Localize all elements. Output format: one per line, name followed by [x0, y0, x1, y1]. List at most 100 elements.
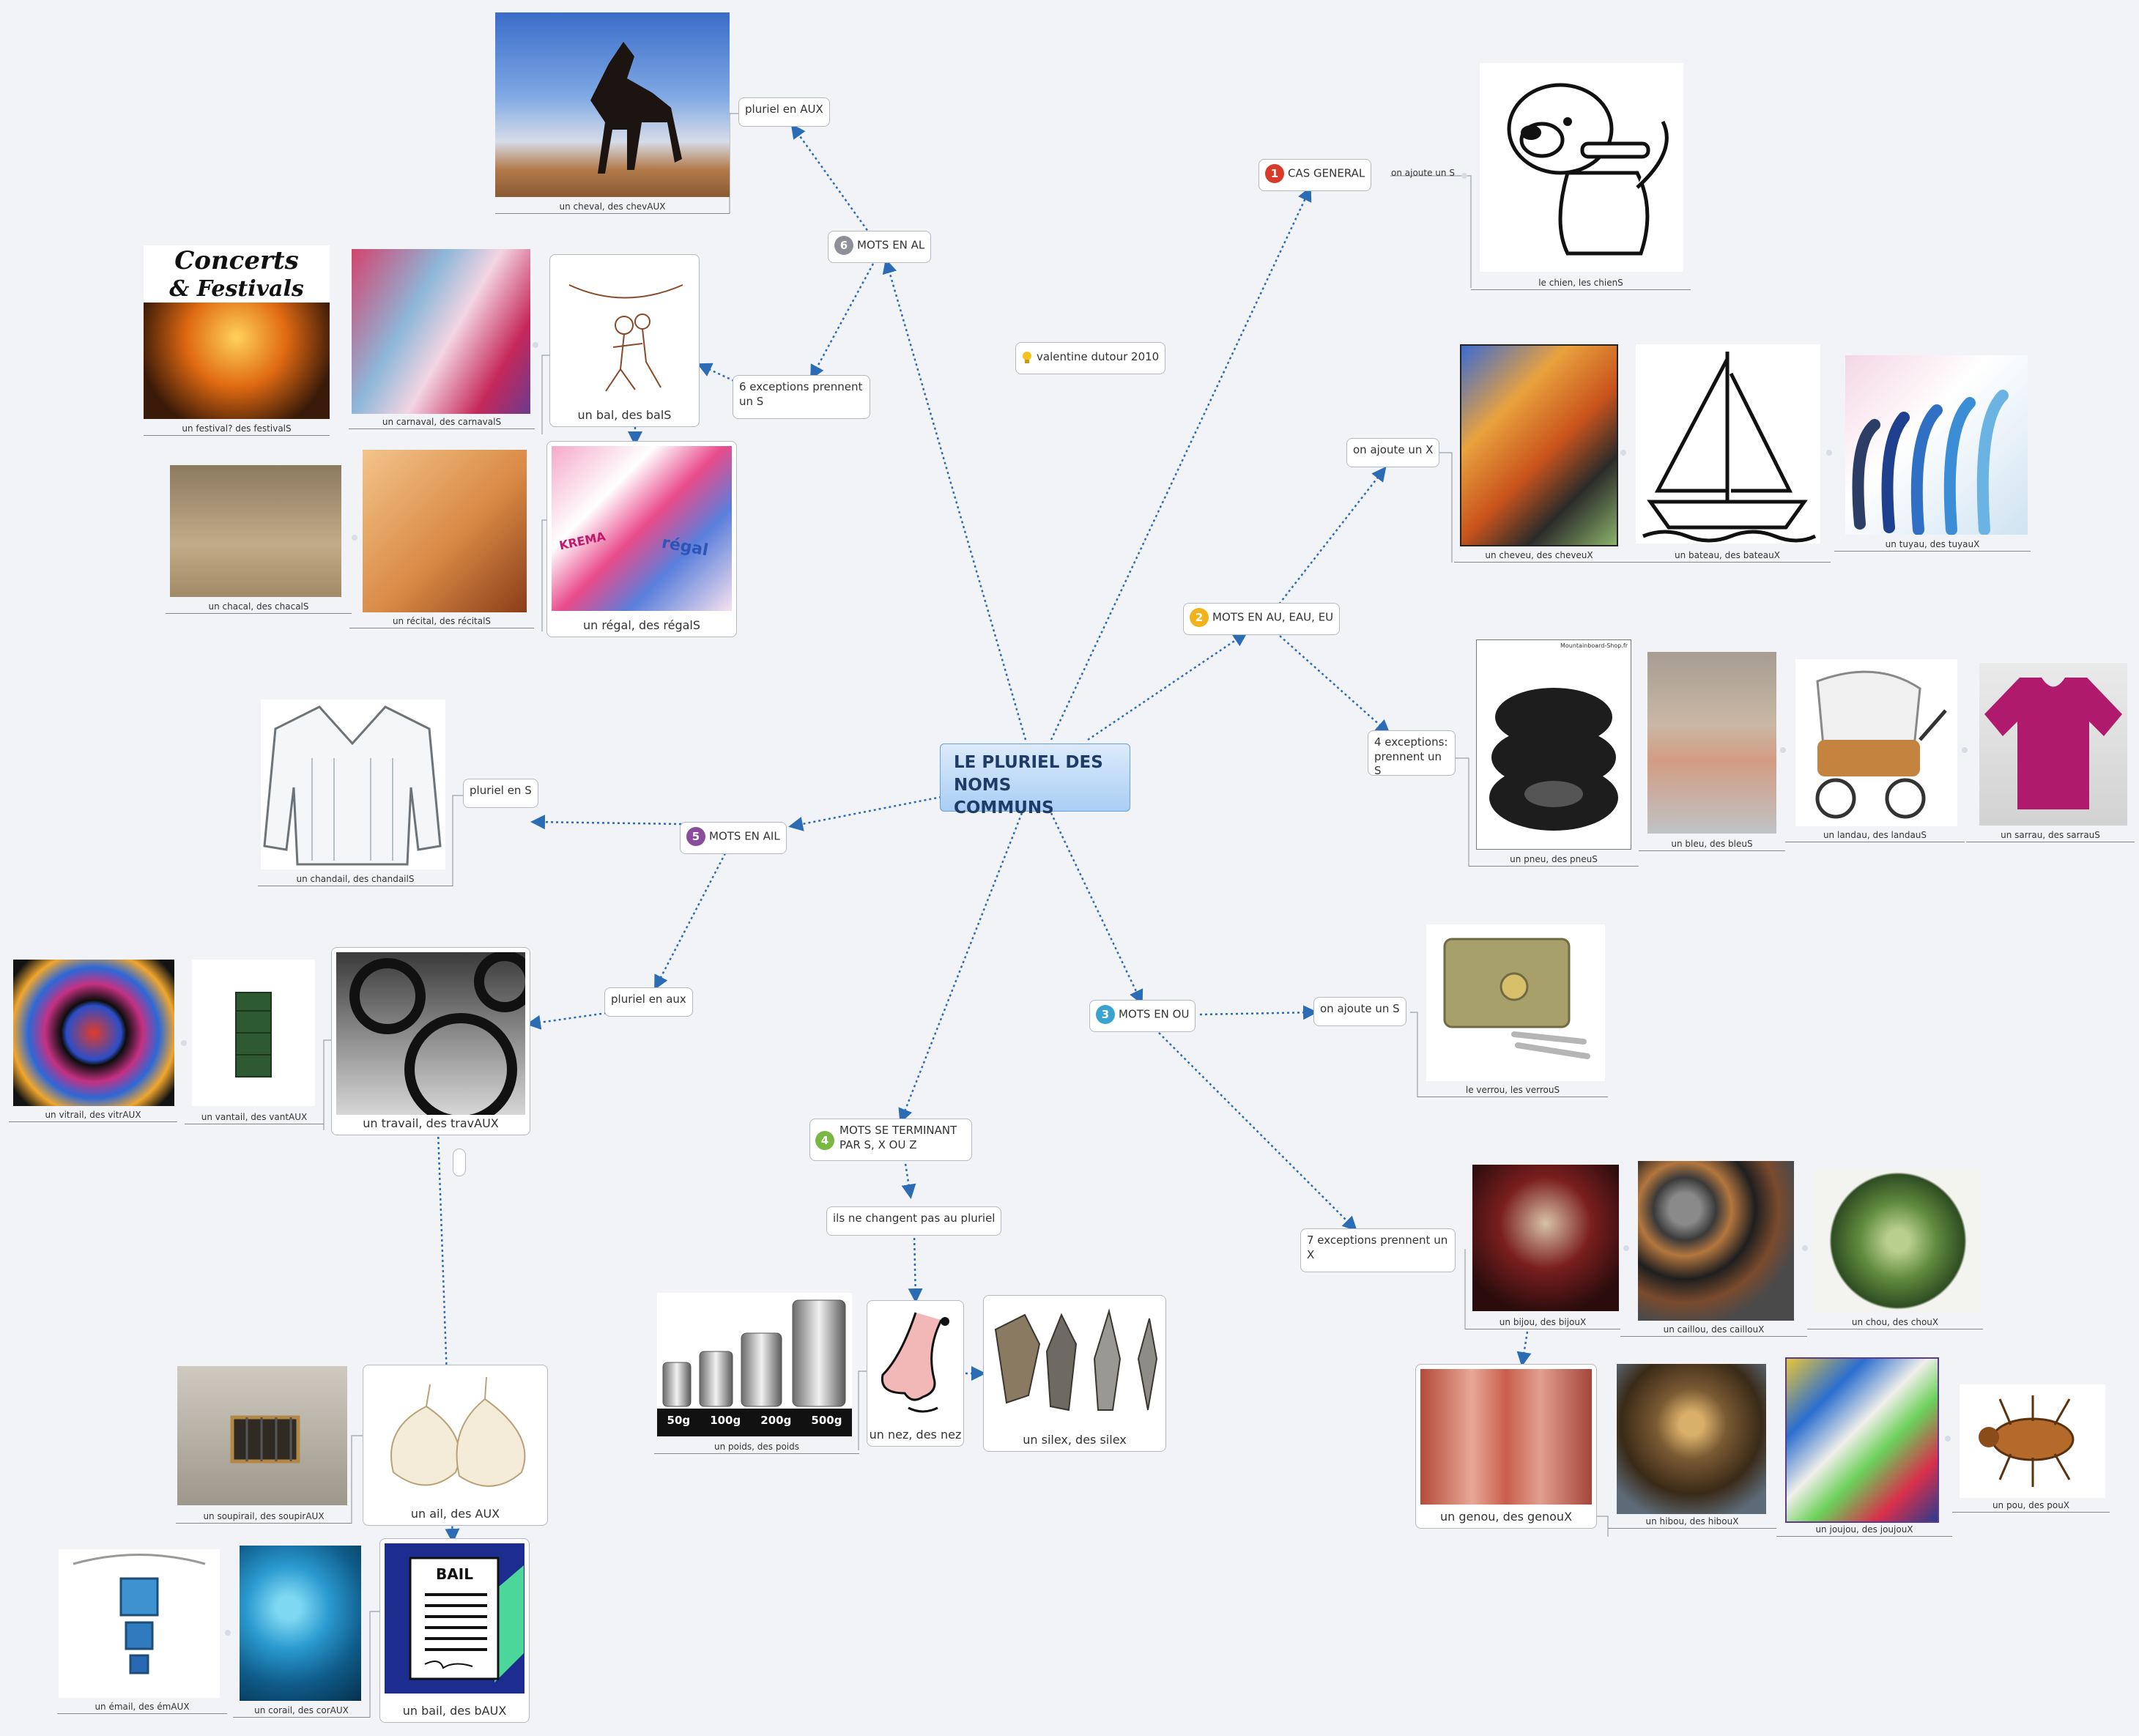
example-caption: un poids, des poids — [654, 1442, 859, 1454]
pram-image — [1795, 659, 1957, 826]
flint-tools-image — [988, 1300, 1161, 1425]
collapse-toggle[interactable] — [453, 1149, 466, 1176]
example-poids[interactable]: 50g 100g 200g 500g un poids, des poids — [654, 1293, 859, 1454]
connector — [908, 1232, 923, 1303]
example-caption: un carnaval, des carnavalS — [349, 417, 535, 429]
example-travail[interactable]: un travail, des travAUX — [331, 947, 530, 1135]
example-bateau[interactable]: un bateau, des bateauX — [1624, 344, 1831, 563]
smock-image — [1979, 663, 2127, 826]
example-corail[interactable]: un corail, des corAUX — [233, 1546, 370, 1718]
example-chandail[interactable]: un chandail, des chandailS — [258, 700, 453, 886]
example-joujou[interactable]: un joujou, des joujouX — [1776, 1357, 1952, 1537]
example-pneu[interactable]: Mountainboard-Shop.fr un pneu, des pneuS — [1469, 639, 1639, 867]
connector — [1390, 175, 1472, 288]
connection-dot — [1962, 747, 1968, 753]
subtopic-al-exceptions[interactable]: 6 exceptions prennent un S — [733, 375, 870, 419]
connector — [810, 263, 875, 380]
louse-image — [1960, 1384, 2105, 1498]
example-hibou[interactable]: un hibou, des hibouX — [1608, 1364, 1776, 1529]
example-caption: un nez, des nez — [869, 1428, 962, 1442]
example-sarrau[interactable]: un sarrau, des sarrauS — [1966, 663, 2135, 842]
example-caption: un cheval, des chevAUX — [495, 201, 730, 214]
example-chacal[interactable]: un chacal, des chacalS — [166, 465, 352, 614]
connector — [901, 1158, 916, 1199]
example-ail[interactable]: un ail, des AUX — [363, 1365, 548, 1526]
connector — [1050, 186, 1312, 741]
author-label: valentine dutour 2010 — [1037, 350, 1160, 363]
example-bal[interactable]: un bal, des balS — [549, 254, 700, 427]
example-bleu[interactable]: un bleu, des bleuS — [1639, 652, 1785, 851]
horse-image — [495, 12, 730, 197]
example-email[interactable]: un émail, des émAUX — [57, 1549, 227, 1714]
example-bijou[interactable]: un bijou, des bijouX — [1465, 1165, 1620, 1329]
central-topic[interactable]: LE PLURIEL DES NOMS COMMUNS — [940, 743, 1130, 817]
tires-image: Mountainboard-Shop.fr — [1476, 639, 1631, 850]
number-3-icon: 3 — [1096, 1005, 1115, 1024]
subtopic-ail-pluriel-s[interactable]: pluriel en S — [463, 779, 538, 808]
subtopic-ou-exceptions[interactable]: 7 exceptions prennent un X — [1300, 1228, 1456, 1272]
example-chou[interactable]: un chou, des chouX — [1807, 1168, 1983, 1329]
example-caption: un bal, des balS — [577, 408, 672, 422]
example-chien[interactable]: le chien, les chienS — [1471, 63, 1691, 290]
stained-glass-image — [13, 960, 174, 1106]
hair-painting-image — [1460, 344, 1618, 546]
bail-sign-label: BAIL — [436, 1565, 473, 1583]
subtopic-ail-pluriel-aux[interactable]: pluriel en aux — [604, 987, 693, 1017]
toys-image — [1785, 1357, 1939, 1523]
example-cheval[interactable]: un cheval, des chevAUX — [495, 12, 730, 214]
example-caption: un corail, des corAUX — [233, 1705, 370, 1718]
example-verrou[interactable]: le verrou, les verrouS — [1417, 924, 1608, 1097]
example-vantail[interactable]: un vantail, des vantAUX — [185, 960, 324, 1124]
number-4-icon: 4 — [815, 1131, 834, 1150]
example-caption: un récital, des récitalS — [349, 616, 534, 628]
example-cheveu[interactable]: un cheveu, des cheveuX — [1454, 344, 1624, 563]
example-soupirail[interactable]: un soupirail, des soupirAUX — [176, 1366, 352, 1524]
example-nez[interactable]: un nez, des nez — [867, 1300, 964, 1447]
branch-label: MOTS EN AU, EAU, EU — [1212, 610, 1334, 624]
example-caption: un festival? des festivalS — [144, 423, 330, 436]
example-caption: un joujou, des joujouX — [1776, 1524, 1952, 1537]
connector — [1087, 631, 1248, 741]
subtopic-sxz-rule[interactable]: ils ne changent pas au pluriel — [826, 1206, 1002, 1236]
connector — [1158, 1032, 1357, 1231]
example-carnaval[interactable]: un carnaval, des carnavalS — [349, 249, 535, 429]
concerts-festivals-image: Concerts & Festivals — [144, 245, 330, 419]
subtopic-ou-rule[interactable]: on ajoute un S — [1313, 997, 1406, 1026]
example-caption: un sarrau, des sarrauS — [1966, 830, 2135, 842]
example-pou[interactable]: un pou, des pouX — [1952, 1384, 2110, 1513]
example-festival[interactable]: Concerts & Festivals un festival? des fe… — [144, 245, 330, 436]
example-caption: un vantail, des vantAUX — [185, 1112, 324, 1124]
example-caption: un bleu, des bleuS — [1639, 839, 1785, 851]
branch-sxz[interactable]: 4 MOTS SE TERMINANT PAR S, X OU Z — [809, 1119, 972, 1161]
author-note[interactable]: valentine dutour 2010 — [1015, 342, 1166, 374]
example-silex[interactable]: un silex, des silex — [983, 1295, 1166, 1452]
basement-window-image — [177, 1366, 347, 1505]
example-caption: un hibou, des hibouX — [1608, 1516, 1776, 1529]
example-tuyau[interactable]: un tuyau, des tuyauX — [1834, 355, 2031, 552]
number-2-icon: 2 — [1190, 608, 1209, 627]
subtopic-cas-general-rule[interactable]: on ajoute un S — [1391, 168, 1455, 178]
example-caillou[interactable]: un caillou, des caillouX — [1620, 1161, 1807, 1337]
branch-label: MOTS SE TERMINANT PAR S, X OU Z — [839, 1124, 957, 1151]
subtopic-au-exceptions[interactable]: 4 exceptions: prennent un S — [1368, 730, 1456, 777]
example-vitrail[interactable]: un vitrail, des vitrAUX — [9, 960, 177, 1122]
example-caption: un chandail, des chandailS — [258, 874, 453, 886]
subtopic-al-pluriel-aux[interactable]: pluriel en AUX — [738, 97, 830, 127]
example-regal[interactable]: KREMA régal un régal, des régalS — [546, 441, 737, 637]
example-recital[interactable]: un récital, des récitalS — [349, 450, 534, 628]
cartoon-dog-image — [1480, 63, 1683, 272]
lightbulb-icon — [1022, 351, 1032, 364]
example-landau[interactable]: un landau, des landauS — [1785, 659, 1965, 842]
connector — [541, 355, 549, 434]
example-caption: un bateau, des bateauX — [1624, 550, 1831, 563]
connector — [1516, 1331, 1532, 1367]
subtopic-au-rule[interactable]: on ajoute un X — [1346, 438, 1440, 467]
sheet-music-image — [363, 450, 527, 612]
example-bail[interactable]: BAIL un bail, des bAUX — [379, 1538, 530, 1723]
example-genou[interactable]: un genou, des genouX — [1415, 1364, 1597, 1529]
